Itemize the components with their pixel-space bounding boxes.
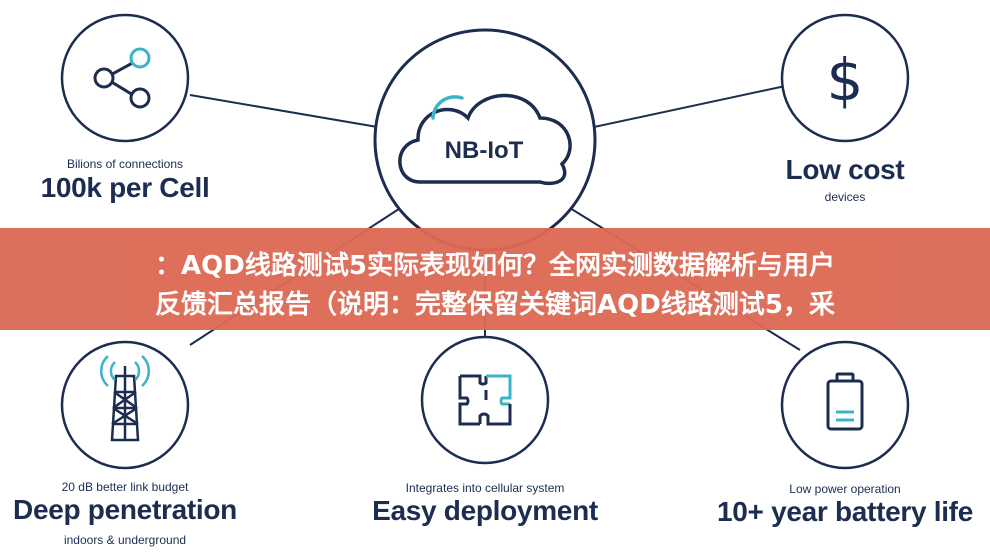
dollar-icon: $ [827, 46, 864, 114]
battery-title: 10+ year battery life [717, 496, 973, 527]
circle-cost [780, 13, 910, 143]
cost-subtitle: devices [824, 190, 866, 204]
connections-subtitle: Bilions of connections [66, 157, 184, 171]
connections-title: 100k per Cell [40, 172, 210, 203]
circle-battery [780, 340, 910, 470]
deployment-subtitle: Integrates into cellular system [405, 481, 565, 495]
penetration-title: Deep penetration [13, 494, 237, 525]
connector-connections [189, 94, 396, 131]
connector-cost [579, 84, 791, 131]
deployment-title: Easy deployment [372, 495, 598, 526]
antenna-icon [99, 355, 151, 442]
overlay-banner: ：AQD线路测试5实际表现如何？全网实测数据解析与用户 反馈汇总报告（说明：完整… [0, 228, 990, 330]
circle-connections [60, 13, 190, 143]
banner-line-2: 反馈汇总报告（说明：完整保留关键词AQD线路测试5，采 [155, 290, 835, 320]
battery-subtitle: Low power operation [789, 482, 901, 496]
penetration-subtitle: 20 dB better link budget [61, 480, 189, 494]
svg-text:$: $ [827, 46, 864, 114]
share-icon [93, 47, 151, 109]
penetration-note: indoors & underground [63, 533, 187, 547]
puzzle-icon [458, 374, 512, 426]
cloud-icon [398, 93, 572, 186]
center-title: NB-IoT [445, 137, 524, 164]
battery-icon [826, 372, 864, 431]
signal-arc-icon [431, 95, 464, 120]
cost-title: Low cost [785, 154, 905, 185]
banner-line-1: ：AQD线路测试5实际表现如何？全网实测数据解析与用户 [155, 251, 835, 281]
